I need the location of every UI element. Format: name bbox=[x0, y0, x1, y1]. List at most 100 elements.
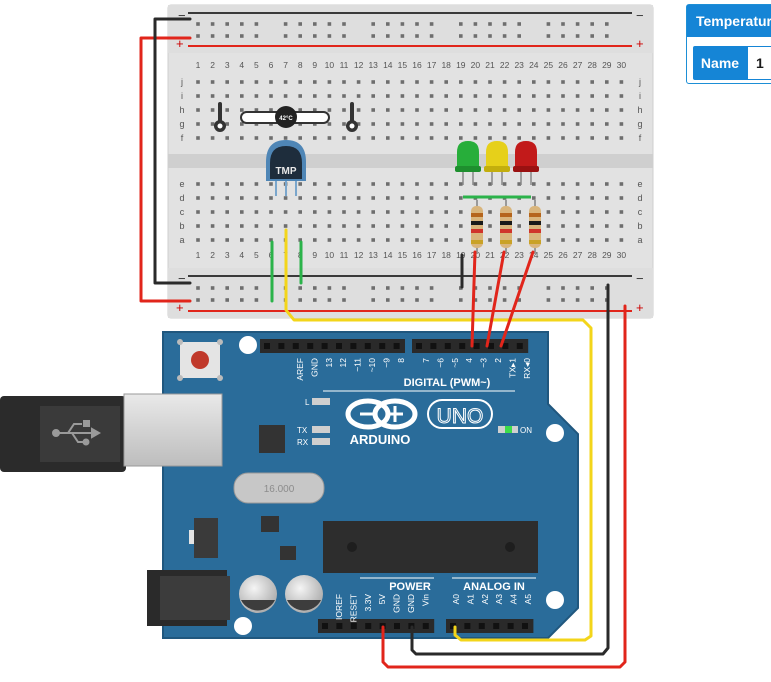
breadboard-hole[interactable] bbox=[459, 80, 463, 84]
rail-hole[interactable] bbox=[415, 22, 419, 26]
rail-hole[interactable] bbox=[298, 286, 302, 290]
breadboard-hole[interactable] bbox=[459, 224, 463, 228]
rail-hole[interactable] bbox=[561, 286, 565, 290]
rail-hole[interactable] bbox=[342, 22, 346, 26]
breadboard-hole[interactable] bbox=[386, 108, 390, 112]
breadboard-hole[interactable] bbox=[240, 122, 244, 126]
rail-hole[interactable] bbox=[327, 298, 332, 302]
breadboard-hole[interactable] bbox=[386, 224, 390, 228]
breadboard-hole[interactable] bbox=[459, 182, 463, 186]
rail-hole[interactable] bbox=[386, 34, 390, 38]
breadboard-hole[interactable] bbox=[546, 136, 551, 140]
breadboard-hole[interactable] bbox=[605, 94, 609, 98]
breadboard-hole[interactable] bbox=[400, 224, 405, 228]
rail-hole[interactable] bbox=[429, 298, 434, 302]
breadboard-hole[interactable] bbox=[240, 210, 244, 214]
breadboard-hole[interactable] bbox=[459, 122, 463, 126]
breadboard-hole[interactable] bbox=[444, 224, 448, 228]
rail-hole[interactable] bbox=[400, 298, 405, 302]
led-red[interactable] bbox=[513, 141, 539, 185]
header-pin[interactable] bbox=[493, 623, 500, 629]
rail-hole[interactable] bbox=[225, 286, 229, 290]
rail-hole[interactable] bbox=[327, 286, 332, 290]
rail-hole[interactable] bbox=[240, 22, 244, 26]
breadboard-hole[interactable] bbox=[561, 108, 565, 112]
breadboard-hole[interactable] bbox=[429, 122, 434, 126]
breadboard-hole[interactable] bbox=[342, 210, 346, 214]
breadboard-hole[interactable] bbox=[619, 122, 624, 126]
breadboard-hole[interactable] bbox=[283, 210, 288, 214]
breadboard-hole[interactable] bbox=[488, 210, 492, 214]
breadboard-hole[interactable] bbox=[240, 80, 244, 84]
breadboard-hole[interactable] bbox=[196, 196, 200, 200]
breadboard-hole[interactable] bbox=[590, 122, 594, 126]
breadboard-hole[interactable] bbox=[619, 182, 624, 186]
breadboard-hole[interactable] bbox=[327, 122, 332, 126]
breadboard-hole[interactable] bbox=[342, 94, 346, 98]
breadboard-hole[interactable] bbox=[415, 182, 419, 186]
breadboard-hole[interactable] bbox=[313, 238, 317, 242]
arduino-uno-board[interactable]: 16.000 ARDUINO UNO L bbox=[0, 331, 579, 639]
power-jack[interactable] bbox=[147, 570, 230, 626]
header-pin[interactable] bbox=[292, 343, 299, 349]
breadboard-hole[interactable] bbox=[356, 80, 361, 84]
header-pin[interactable] bbox=[350, 343, 357, 349]
breadboard-hole[interactable] bbox=[254, 224, 259, 228]
rail-hole[interactable] bbox=[590, 22, 594, 26]
breadboard-hole[interactable] bbox=[590, 182, 594, 186]
breadboard-hole[interactable] bbox=[342, 136, 346, 140]
breadboard-hole[interactable] bbox=[225, 196, 229, 200]
rail-hole[interactable] bbox=[196, 22, 200, 26]
rail-hole[interactable] bbox=[283, 34, 288, 38]
breadboard-hole[interactable] bbox=[210, 108, 215, 112]
breadboard-hole[interactable] bbox=[196, 80, 200, 84]
rail-hole[interactable] bbox=[488, 286, 492, 290]
breadboard-hole[interactable] bbox=[473, 136, 478, 140]
rail-hole[interactable] bbox=[283, 22, 288, 26]
rail-hole[interactable] bbox=[240, 34, 244, 38]
breadboard-hole[interactable] bbox=[313, 224, 317, 228]
breadboard-hole[interactable] bbox=[546, 182, 551, 186]
breadboard-hole[interactable] bbox=[532, 136, 536, 140]
breadboard-hole[interactable] bbox=[444, 94, 448, 98]
breadboard-hole[interactable] bbox=[444, 182, 448, 186]
rail-hole[interactable] bbox=[400, 22, 405, 26]
breadboard-hole[interactable] bbox=[386, 94, 390, 98]
breadboard-hole[interactable] bbox=[254, 136, 259, 140]
breadboard-hole[interactable] bbox=[444, 238, 448, 242]
breadboard-hole[interactable] bbox=[356, 224, 361, 228]
breadboard-hole[interactable] bbox=[254, 238, 259, 242]
breadboard-hole[interactable] bbox=[210, 94, 215, 98]
rail-hole[interactable] bbox=[459, 286, 463, 290]
wire-ground-to-gnd[interactable] bbox=[410, 283, 610, 656]
rail-hole[interactable] bbox=[313, 298, 317, 302]
breadboard-hole[interactable] bbox=[546, 238, 551, 242]
breadboard-hole[interactable] bbox=[605, 108, 609, 112]
breadboard-hole[interactable] bbox=[240, 196, 244, 200]
breadboard-hole[interactable] bbox=[502, 122, 507, 126]
breadboard-hole[interactable] bbox=[298, 210, 302, 214]
resistor[interactable] bbox=[500, 200, 512, 254]
rail-hole[interactable] bbox=[210, 286, 215, 290]
rail-hole[interactable] bbox=[327, 22, 332, 26]
header-pin[interactable] bbox=[516, 343, 523, 349]
breadboard-hole[interactable] bbox=[561, 94, 565, 98]
wire-led-green-pin4[interactable] bbox=[470, 250, 477, 348]
breadboard-hole[interactable] bbox=[386, 182, 390, 186]
breadboard-hole[interactable] bbox=[575, 108, 580, 112]
rail-hole[interactable] bbox=[298, 22, 302, 26]
breadboard-hole[interactable] bbox=[269, 238, 273, 242]
breadboard-hole[interactable] bbox=[225, 108, 229, 112]
breadboard-hole[interactable] bbox=[517, 122, 521, 126]
breadboard-hole[interactable] bbox=[619, 136, 624, 140]
rail-hole[interactable] bbox=[210, 34, 215, 38]
breadboard-hole[interactable] bbox=[269, 210, 273, 214]
breadboard-hole[interactable] bbox=[269, 182, 273, 186]
breadboard-hole[interactable] bbox=[546, 94, 551, 98]
header-pin[interactable] bbox=[473, 343, 480, 349]
breadboard-hole[interactable] bbox=[561, 210, 565, 214]
breadboard-hole[interactable] bbox=[298, 80, 302, 84]
breadboard-hole[interactable] bbox=[313, 182, 317, 186]
rail-hole[interactable] bbox=[371, 22, 375, 26]
breadboard-hole[interactable] bbox=[605, 136, 609, 140]
